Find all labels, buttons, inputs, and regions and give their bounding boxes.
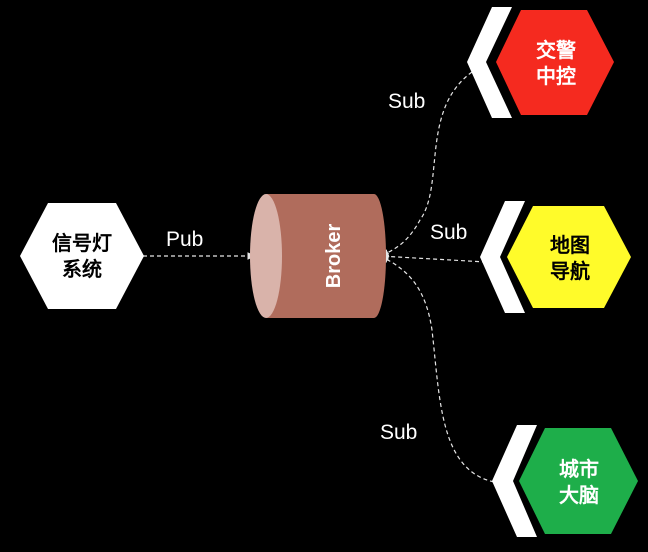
traffic-police-line2: 中控 <box>536 64 576 88</box>
sub-label-city-brain: Sub <box>380 421 417 444</box>
map-navigation-node: 地图 导航 <box>480 201 631 313</box>
sub-edge-traffic-police <box>379 71 473 257</box>
traffic-police-node: 交警 中控 <box>467 7 614 118</box>
sub-edge-map-navigation <box>379 252 487 263</box>
chevron-icon <box>467 7 512 118</box>
sub-label-traffic-police: Sub <box>388 90 425 113</box>
city-brain-line1: 城市 <box>559 457 599 481</box>
city-brain-line2: 大脑 <box>559 483 599 507</box>
map-navigation-line1: 地图 <box>550 233 590 257</box>
signal-system-line1: 信号灯 <box>52 231 112 255</box>
signal-system-node: 信号灯 系统 <box>20 203 144 309</box>
city-brain-node: 城市 大脑 <box>492 425 638 537</box>
chevron-icon <box>492 425 537 537</box>
chevron-icon <box>480 201 525 313</box>
traffic-police-line1: 交警 <box>536 38 576 62</box>
sub-edge-city-brain <box>379 255 495 483</box>
pub-label: Pub <box>166 228 203 251</box>
broker-label: Broker <box>323 224 345 289</box>
sub-label-map-navigation: Sub <box>430 221 467 244</box>
signal-system-line2: 系统 <box>62 257 102 281</box>
map-navigation-line2: 导航 <box>550 259 590 283</box>
broker-node: Broker <box>250 194 386 318</box>
